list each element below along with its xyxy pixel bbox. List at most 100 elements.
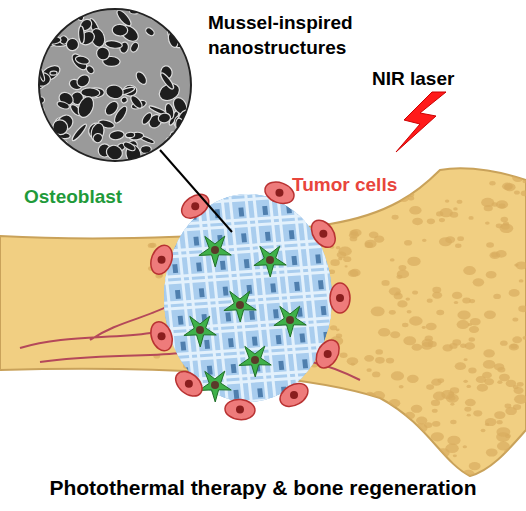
bone-pore bbox=[431, 432, 444, 441]
bone-pore bbox=[481, 429, 486, 432]
bone-pore bbox=[447, 436, 460, 445]
sem-border bbox=[39, 9, 191, 161]
bone-pore bbox=[327, 453, 334, 458]
bone-pore bbox=[464, 407, 471, 412]
bone-pore bbox=[401, 445, 406, 449]
bone-pore bbox=[364, 355, 374, 362]
osteoblast-cell bbox=[254, 246, 286, 277]
tumor-body bbox=[312, 336, 344, 372]
bone-pore bbox=[462, 298, 471, 304]
bone-pore bbox=[492, 202, 498, 206]
bone-pore bbox=[328, 449, 339, 457]
bone-pore bbox=[468, 216, 473, 220]
bone-pore bbox=[445, 200, 449, 203]
bone-pore bbox=[439, 218, 445, 222]
bone-pore bbox=[409, 206, 421, 215]
sem-pore bbox=[75, 55, 91, 66]
bone-pore bbox=[473, 410, 482, 416]
bone-pore bbox=[347, 357, 358, 365]
bone-pore bbox=[389, 310, 396, 315]
bone-pore bbox=[368, 416, 382, 426]
bone-pore bbox=[425, 336, 433, 342]
bone-pore bbox=[334, 195, 344, 202]
bone-pore bbox=[445, 236, 455, 243]
bone-pore bbox=[355, 454, 364, 460]
sem-pore bbox=[44, 19, 56, 28]
osteoblast-cell bbox=[239, 346, 271, 377]
bone-pore bbox=[489, 252, 500, 260]
bone-pore bbox=[432, 292, 442, 299]
bone-pore bbox=[404, 240, 412, 246]
bone-pore bbox=[514, 190, 520, 194]
osteoblast-nucleus bbox=[236, 301, 244, 309]
bone-pore bbox=[518, 305, 526, 312]
bone-pore bbox=[512, 174, 524, 182]
sem-pore bbox=[75, 94, 96, 119]
bone-pore bbox=[149, 243, 156, 248]
sem-pore bbox=[144, 0, 158, 11]
bone-pore bbox=[373, 441, 379, 445]
bone-pore bbox=[324, 425, 337, 434]
sem-pore bbox=[165, 15, 181, 26]
bone-pore bbox=[399, 385, 404, 388]
bone-pore bbox=[329, 434, 340, 441]
sem-pore bbox=[75, 72, 92, 89]
bone-pore bbox=[523, 336, 526, 340]
sem-pore bbox=[105, 40, 123, 50]
bone-pore bbox=[445, 444, 458, 453]
sem-pore bbox=[125, 132, 135, 138]
sem-pore bbox=[140, 111, 153, 126]
tumor-body bbox=[171, 366, 207, 401]
bone-pore bbox=[381, 280, 389, 286]
bone-pore bbox=[348, 270, 358, 277]
sem-pore bbox=[179, 12, 199, 30]
bone-pore bbox=[432, 409, 438, 413]
bone-pore bbox=[396, 275, 402, 279]
sem-pore bbox=[104, 143, 125, 163]
bone-pore bbox=[338, 257, 342, 260]
bone-pore bbox=[397, 270, 409, 279]
sem-pore bbox=[103, 99, 121, 118]
sem-pore bbox=[184, 129, 201, 141]
sem-pore bbox=[25, 151, 46, 168]
bone-pore bbox=[412, 437, 422, 444]
sem-pore bbox=[153, 5, 163, 15]
sem-pore bbox=[189, 158, 200, 169]
osteoblast-nucleus bbox=[196, 326, 204, 334]
scaffold bbox=[138, 178, 375, 420]
bone-pore bbox=[522, 180, 526, 184]
bone-pore bbox=[407, 192, 414, 197]
tumor-nucleus bbox=[158, 256, 166, 264]
bone-pore bbox=[350, 236, 358, 241]
bone-pore bbox=[405, 297, 410, 300]
tumor-cell bbox=[171, 366, 207, 401]
sem-pore bbox=[33, 25, 52, 43]
bone-pore bbox=[476, 376, 486, 383]
bone-pore bbox=[327, 462, 338, 469]
bone-pore bbox=[519, 279, 524, 282]
sem-pore bbox=[175, 21, 186, 31]
sem-pore bbox=[81, 88, 100, 98]
osteoblast-cell bbox=[199, 371, 231, 402]
sem-pore bbox=[109, 130, 125, 141]
tumor-cell bbox=[262, 178, 297, 207]
sem-pore bbox=[155, 0, 175, 14]
bone-pore bbox=[500, 341, 508, 346]
bone-pore bbox=[453, 207, 458, 210]
sem-pore bbox=[179, 129, 197, 150]
bone-pore bbox=[466, 385, 471, 388]
sem-pore bbox=[167, 31, 180, 48]
tumor-nucleus bbox=[290, 391, 298, 399]
leader-line bbox=[160, 150, 232, 232]
bone-pore bbox=[384, 431, 397, 440]
bone-pore bbox=[499, 374, 510, 382]
bone-pore bbox=[426, 323, 437, 331]
bone-pore bbox=[354, 403, 361, 408]
bone-pore bbox=[457, 310, 470, 319]
bone-pore bbox=[431, 400, 440, 406]
tumor-cell bbox=[330, 283, 350, 313]
bone-shape bbox=[0, 168, 526, 476]
osteoblast-body bbox=[199, 236, 231, 267]
sem-pore bbox=[32, 33, 50, 51]
